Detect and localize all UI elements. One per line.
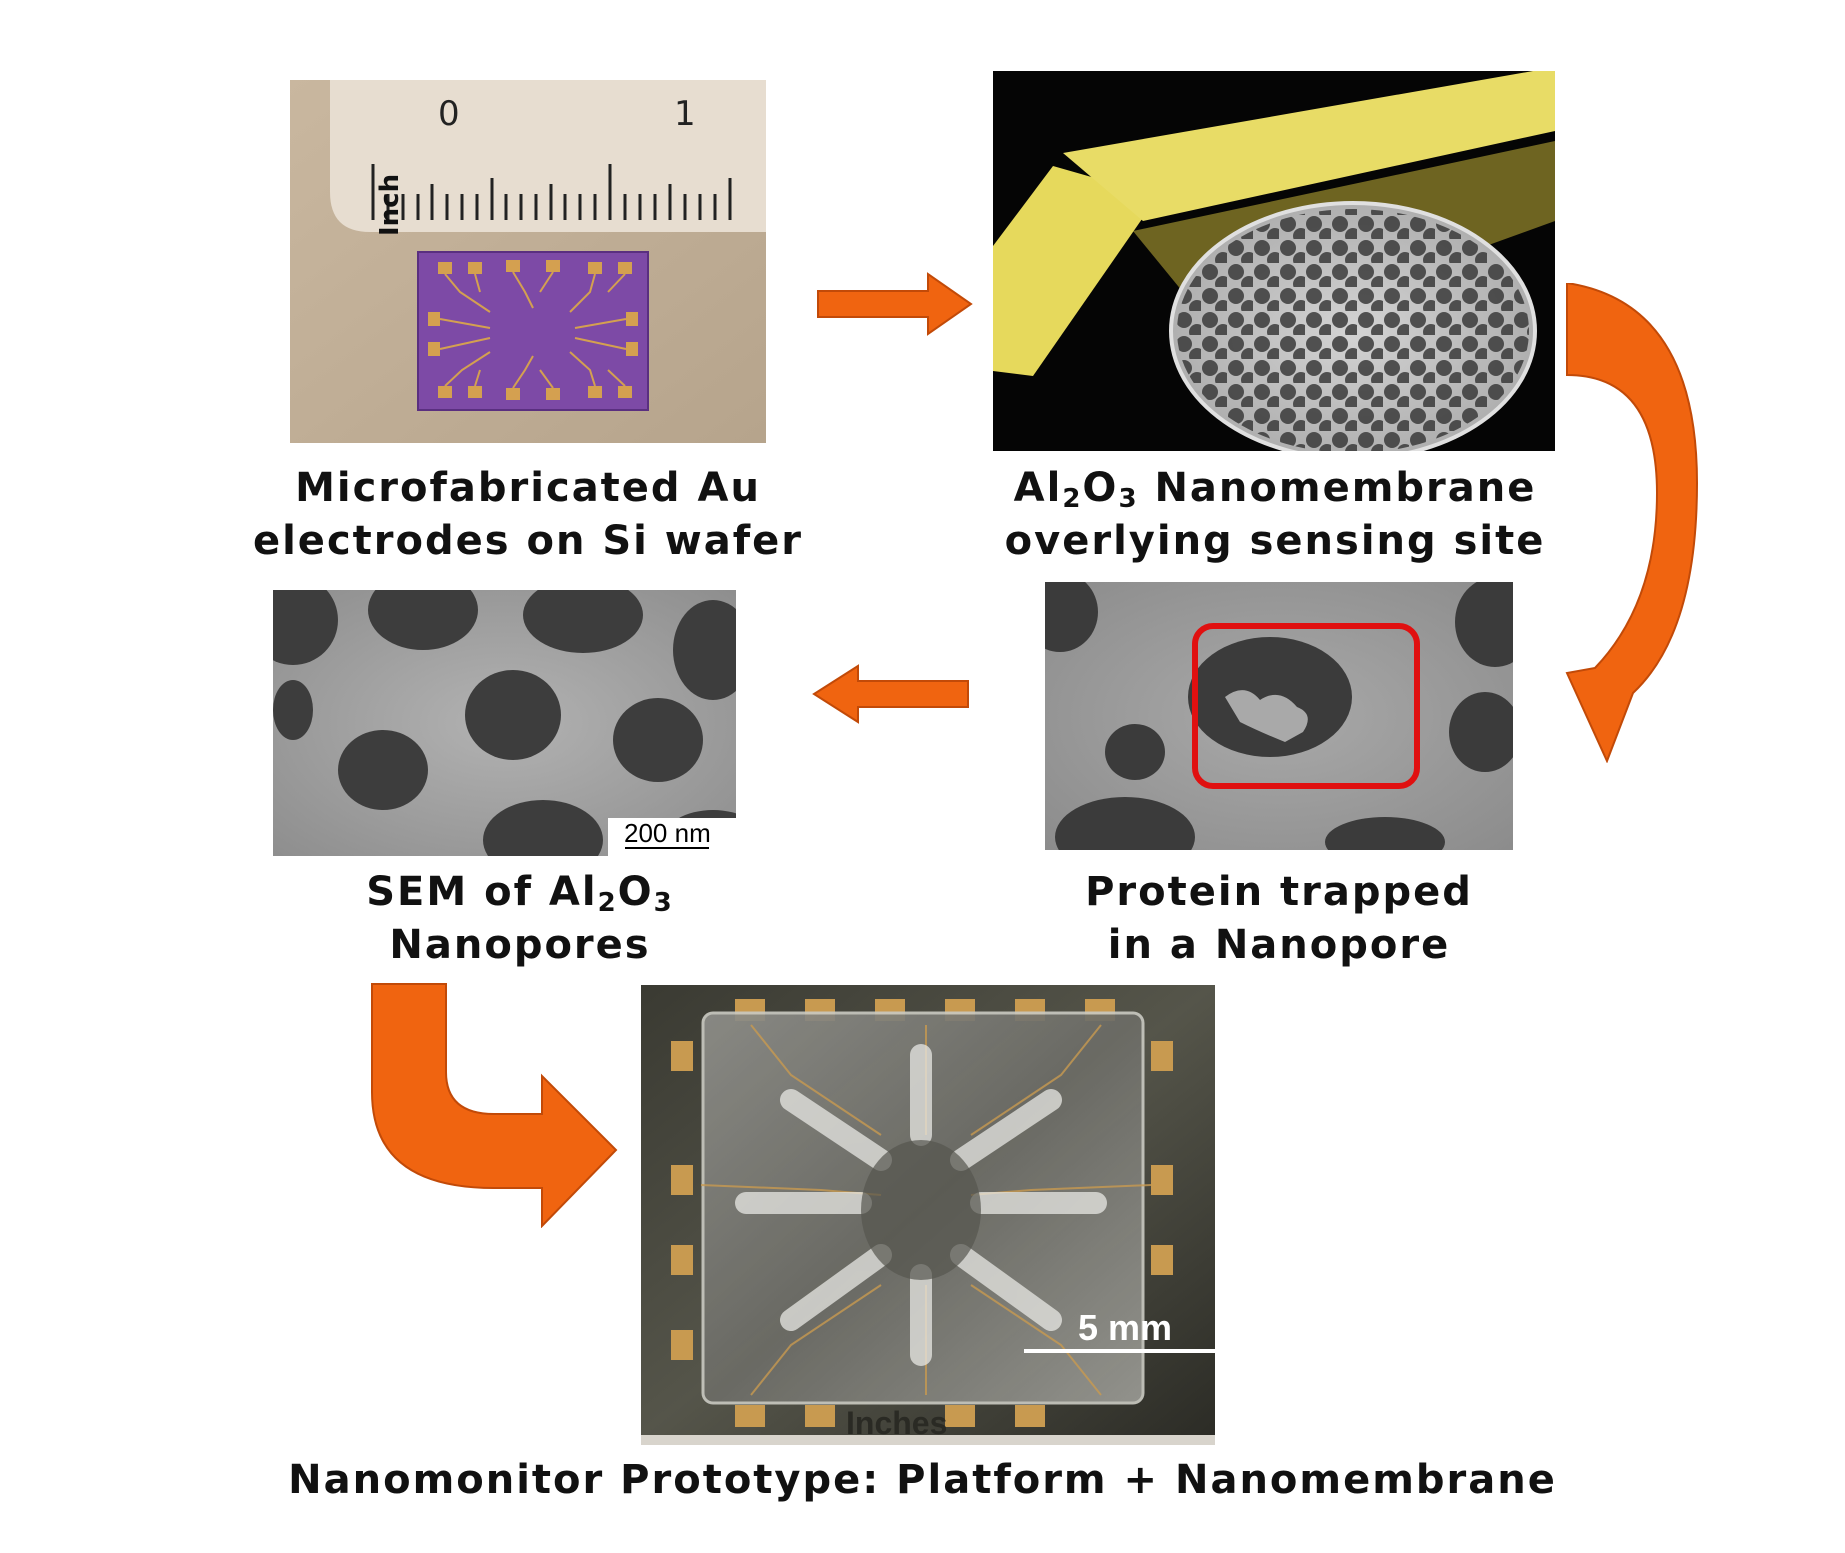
prototype-device-photo: 5 mm Inches xyxy=(641,985,1215,1445)
electrodes-caption-line2: electrodes on Si wafer xyxy=(252,518,804,564)
sem-caption-line2: Nanopores xyxy=(389,922,651,968)
nanomembrane-caption-line2: overlying sensing site xyxy=(1004,518,1546,564)
protein-nanopore-photo xyxy=(1045,582,1513,850)
protein-caption: Protein trapped in a Nanopore xyxy=(990,866,1568,972)
highlight-box xyxy=(1192,623,1420,789)
arrow-right-icon xyxy=(817,272,973,336)
electrodes-caption: Microfabricated Au electrodes on Si wafe… xyxy=(190,462,866,568)
ruler-zero-label: 0 xyxy=(438,94,460,134)
prototype-caption: Nanomonitor Prototype: Platform + Nanome… xyxy=(288,1457,1557,1503)
electrode-chip-photo: 0 1 Inch xyxy=(290,80,766,443)
prototype-partial-label: Inches xyxy=(846,1405,948,1435)
protein-caption-line2: in a Nanopore xyxy=(1107,922,1451,968)
nanomembrane-caption-line1: Al2O3 Nanomembrane xyxy=(1013,465,1537,514)
sem-caption: SEM of Al2O3 Nanopores xyxy=(250,866,790,972)
electrodes-caption-line1: Microfabricated Au xyxy=(295,465,761,511)
ruler-one-label: 1 xyxy=(674,94,696,134)
ruler-unit-label: Inch xyxy=(375,174,405,236)
nanomembrane-caption: Al2O3 Nanomembrane overlying sensing sit… xyxy=(940,462,1610,568)
arrow-left-icon xyxy=(812,664,969,724)
sem-caption-line1: SEM of Al2O3 xyxy=(366,869,674,918)
nanomembrane-photo xyxy=(993,71,1555,451)
sem-nanopores-photo: 200 nm xyxy=(273,590,736,856)
sem-scale-label: 200 nm xyxy=(624,818,711,848)
protein-caption-line1: Protein trapped xyxy=(1085,869,1473,915)
curved-arrow-right-icon xyxy=(371,983,618,1228)
prototype-scale-label: 5 mm xyxy=(1078,1307,1173,1348)
curved-arrow-down-icon xyxy=(1565,283,1699,763)
